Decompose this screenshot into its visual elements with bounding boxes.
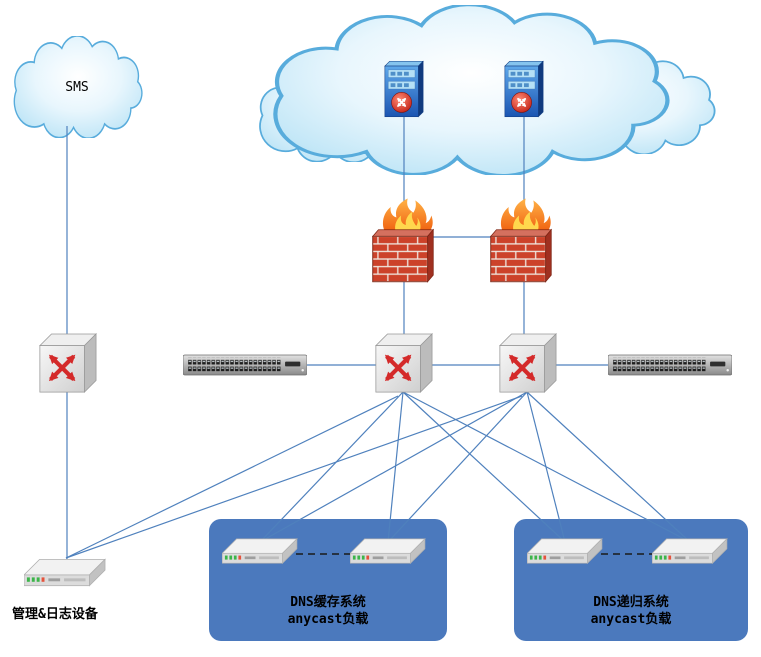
firewall-icon-2	[490, 198, 552, 283]
server-icon-dns-cache-1	[222, 538, 298, 564]
link-sw1-cache1	[259, 391, 404, 543]
dns-recursive-group-subtitle: anycast负载	[590, 612, 672, 627]
link-mgmt-sw2	[65, 395, 523, 559]
l3-switch-icon-core-2	[500, 334, 556, 392]
l3-switch-icon-sms	[40, 334, 96, 392]
link-sw2-rec2	[526, 391, 691, 543]
router-icon-core-1	[385, 61, 423, 116]
connection-lines	[65, 110, 691, 562]
l3-switch-icon-core-1	[376, 334, 432, 392]
link-mgmt-sw1	[65, 395, 399, 559]
server-icon-dns-recursive-2	[652, 538, 728, 564]
link-sw1-rec1	[402, 391, 566, 543]
firewall-icon-1	[372, 198, 434, 283]
dns-cache-group-title: DNS缓存系统	[290, 595, 366, 610]
link-sw2-cache2	[387, 391, 528, 543]
server-icon-dns-recursive-1	[527, 538, 603, 564]
internet-cloud	[275, 5, 667, 176]
router-icon-core-2	[505, 61, 543, 116]
link-sw1-cache2	[387, 391, 404, 543]
link-sw2-rec1	[526, 391, 566, 543]
server-icon-management	[24, 558, 106, 587]
sms-cloud-label: SMS	[65, 80, 89, 95]
link-sw2-cache1	[259, 391, 528, 543]
rack-switch-icon-right	[608, 354, 732, 376]
rack-switch-icon-left	[183, 354, 307, 376]
management-server-label: 管理&日志设备	[12, 607, 98, 622]
dns-cache-group-subtitle: anycast负载	[287, 612, 369, 627]
dns-recursive-group-title: DNS递归系统	[593, 595, 669, 610]
server-icon-dns-cache-2	[350, 538, 426, 564]
